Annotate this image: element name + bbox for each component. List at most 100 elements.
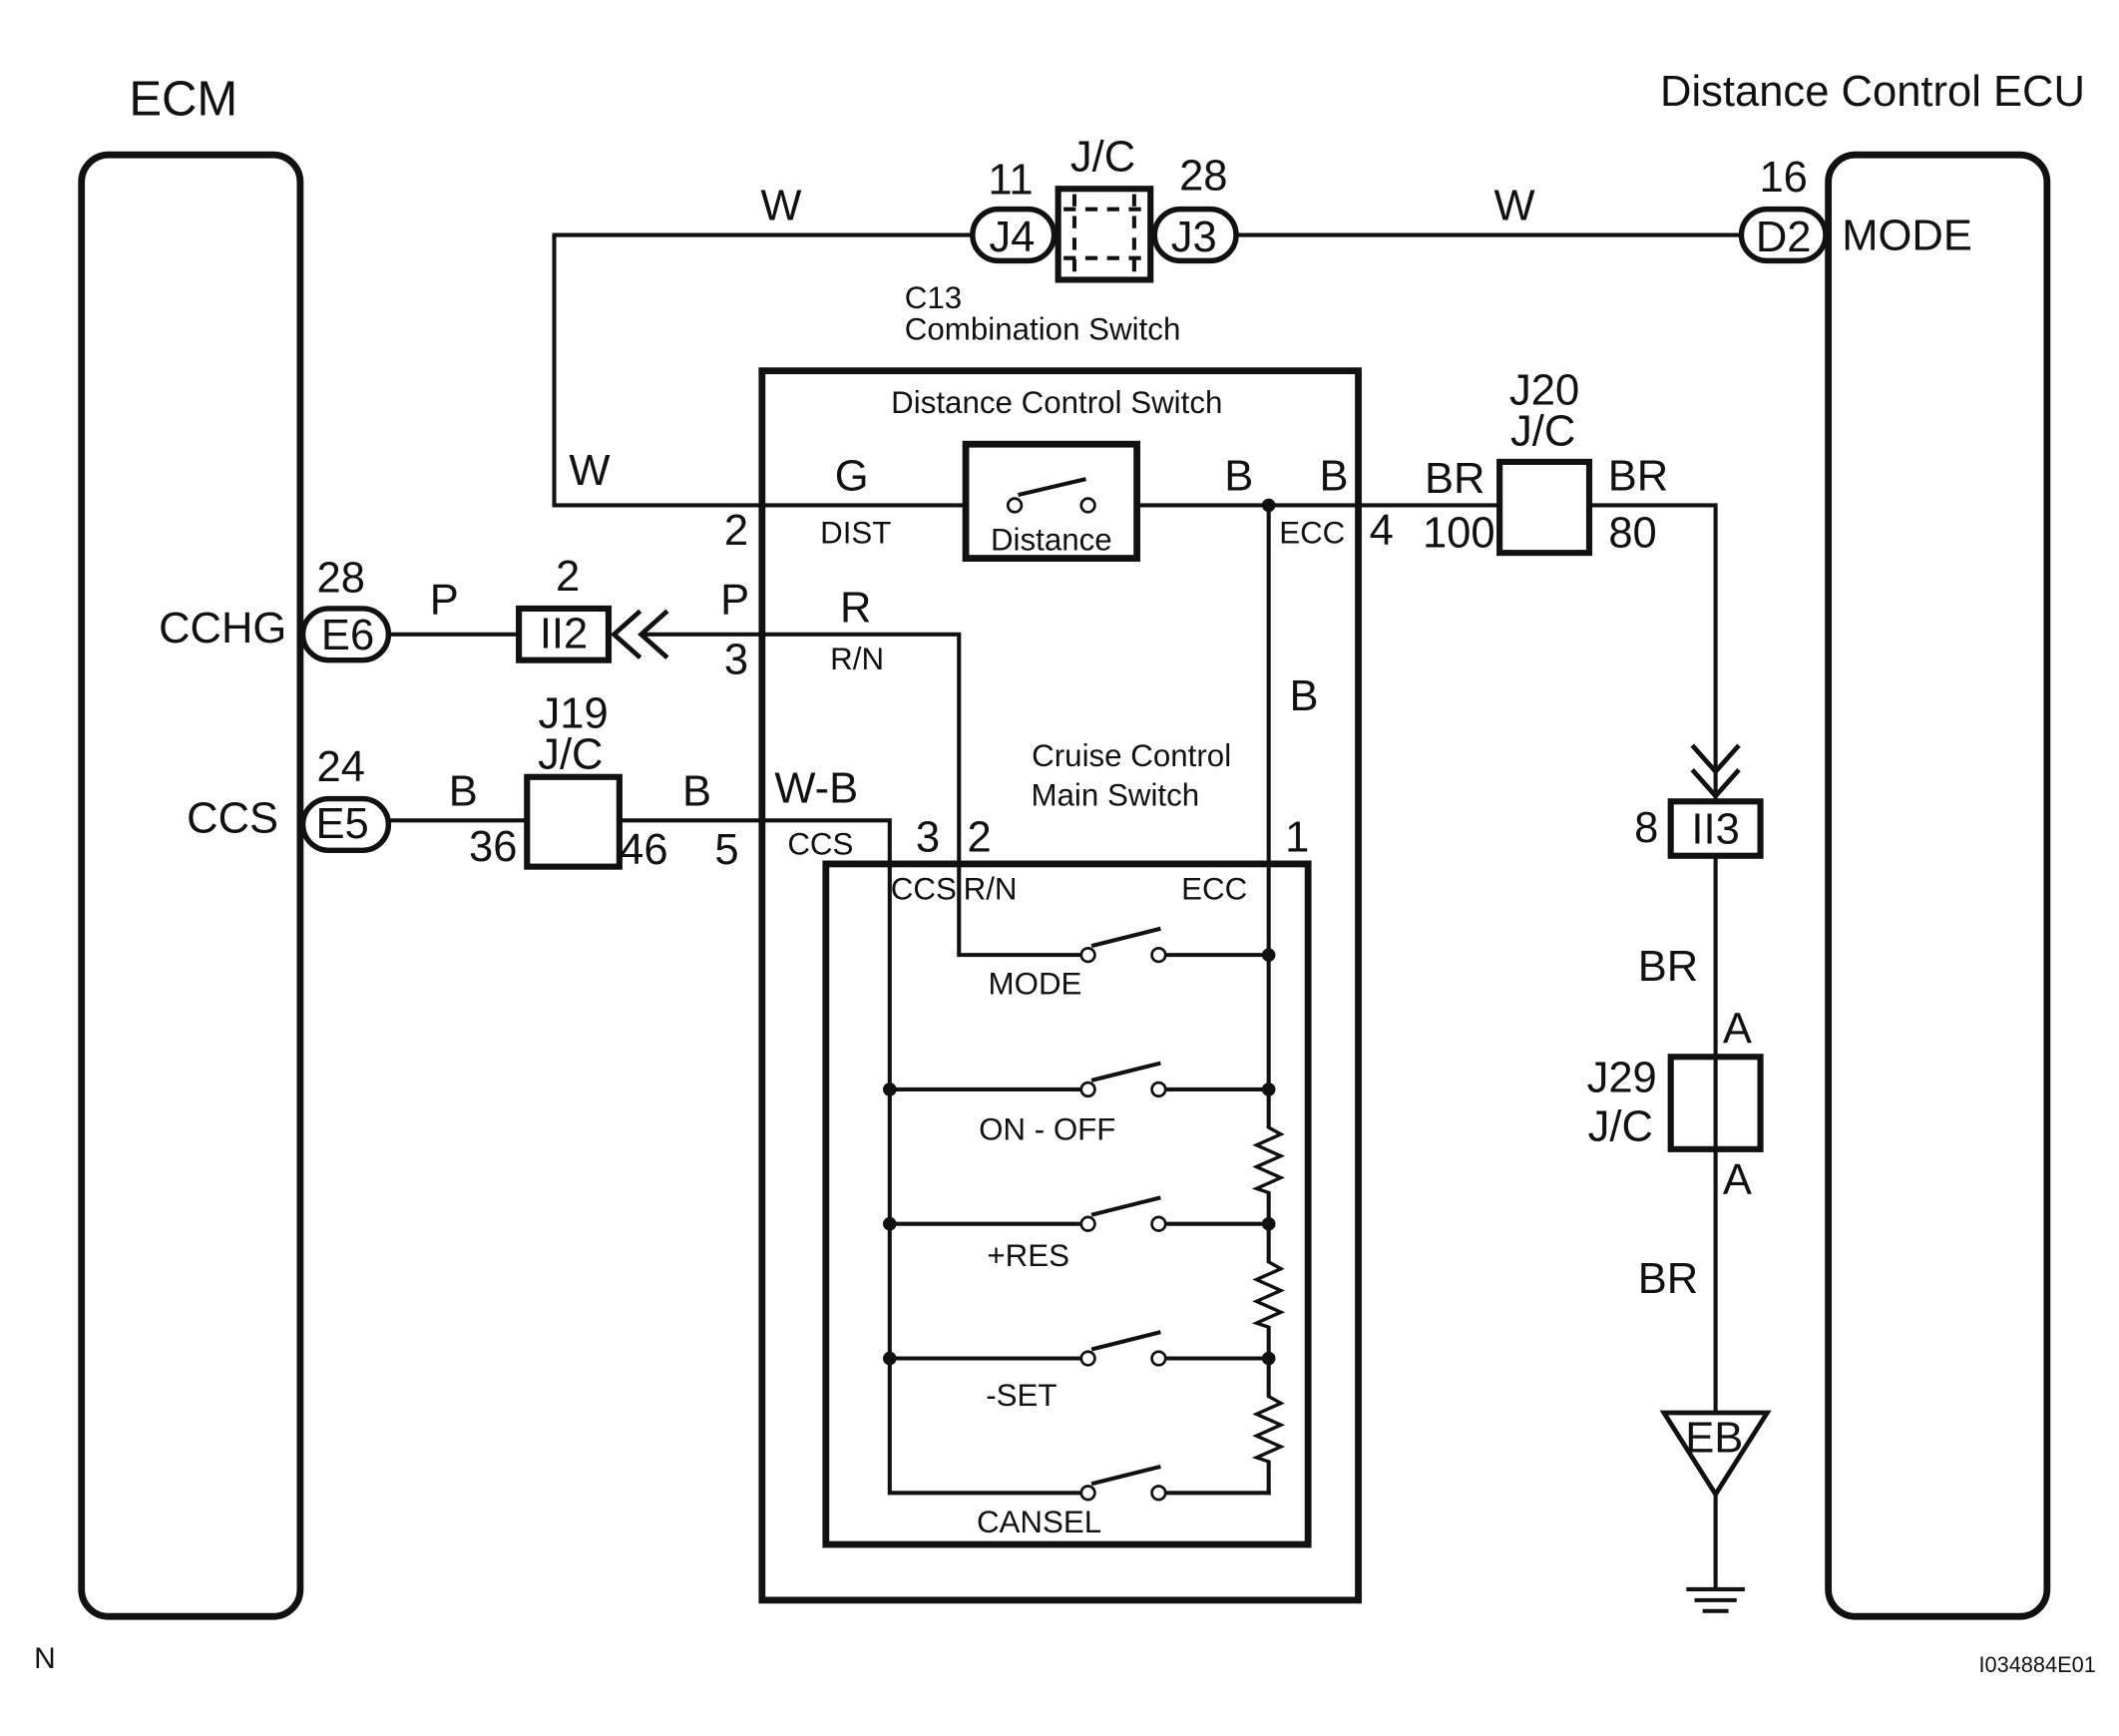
j19-sub: J/C (538, 731, 603, 779)
ecu-mode-terminal: MODE (1842, 213, 1972, 260)
ground-eb: EB (1659, 1410, 1772, 1613)
wire-b-ccs-right-label: B (682, 767, 711, 815)
connector-e6: E6 28 (299, 555, 392, 663)
distance-control-ecu: Distance Control ECU MODE (1660, 68, 2085, 1620)
wire-br-down (1586, 503, 1718, 804)
rn-outer-pin: 3 (724, 636, 748, 683)
cruise-pin-3: 3 (916, 814, 940, 862)
ccs-outer-terminal: CCS (787, 826, 853, 861)
junction-j20: J20 J/C 100 80 BR BR (1423, 367, 1668, 558)
cruise-switch-title-line1: Cruise Control (1032, 738, 1231, 773)
ii2-pin: 2 (556, 553, 580, 601)
ii2-label: II2 (540, 610, 588, 657)
cruise-pin-1: 1 (1285, 814, 1309, 862)
wire-ccs (617, 818, 1085, 1496)
e6-pin: 28 (317, 555, 365, 603)
wire-b-ccs-left-label: B (449, 767, 478, 815)
switch-set: -SET (986, 1330, 1167, 1413)
footer-left-mark: N (34, 1642, 56, 1675)
ecm-unit: ECM CCHG CCS (78, 73, 304, 1620)
jc-top-title: J/C (1070, 134, 1135, 182)
switch-res-label: +RES (987, 1238, 1069, 1273)
ii3-pin: 8 (1634, 804, 1658, 852)
figure-code: I034884E01 (1978, 1652, 2095, 1677)
ecm-ccs-terminal: CCS (187, 795, 278, 843)
connector-d2-label: D2 (1756, 214, 1812, 261)
ecu-title: Distance Control ECU (1660, 68, 2085, 116)
connector-d2-pin: 16 (1759, 154, 1807, 202)
j29-pin-bottom: A (1723, 1156, 1752, 1204)
wire-w-left-label: W (760, 183, 801, 230)
ecc-pin: 4 (1370, 507, 1394, 555)
wire-br-low-label: BR (1638, 1255, 1699, 1303)
switch-cansel: CANSEL (977, 1464, 1167, 1539)
cruise-switch-title-line2: Main Switch (1031, 777, 1199, 812)
wire-br-left-label: BR (1425, 455, 1485, 503)
cruise-rn-terminal: R/N (964, 871, 1018, 906)
wire-p-left-label: P (430, 576, 459, 624)
ecc-terminal-label: ECC (1279, 516, 1345, 551)
ccs-outer-pin: 5 (714, 826, 738, 874)
switch-res: +RES (987, 1195, 1167, 1273)
j20-pin-left: 100 (1423, 510, 1495, 558)
connector-j3-label: J3 (1171, 214, 1217, 261)
connector-ii2: II2 2 (516, 553, 613, 663)
combination-switch-code: C13 (905, 280, 962, 315)
junction-connector-top: J/C J4 11 J3 28 (970, 134, 1239, 283)
j19-pin-right: 46 (620, 826, 667, 874)
wire-w-vertical-label: W (569, 447, 610, 495)
j19-pin-left: 36 (469, 823, 517, 871)
distance-switch: Distance (962, 440, 1502, 562)
wire-b-vertical-label: B (1290, 672, 1319, 720)
switch-mode: MODE (989, 926, 1167, 1002)
e6-label: E6 (321, 612, 374, 659)
switch-on-off-label: ON - OFF (979, 1111, 1115, 1146)
switch-on-off: ON - OFF (979, 1061, 1167, 1146)
combination-switch-box (758, 367, 1362, 1604)
j20-title: J20 (1509, 367, 1579, 415)
wire-r (641, 632, 1085, 958)
connector-e5: E5 24 (299, 743, 392, 854)
dist-terminal-label: DIST (820, 516, 891, 551)
dist-pin: 2 (724, 507, 748, 555)
wire-w: W W W (552, 183, 1744, 508)
ground-eb-label: EB (1685, 1414, 1743, 1462)
wire-wb-label: W-B (774, 765, 858, 813)
connector-j3-pin: 28 (1179, 153, 1227, 201)
junction-j29: A A J29 J/C (1587, 1006, 1764, 1204)
rn-outer-terminal: R/N (830, 642, 884, 676)
j20-sub: J/C (1510, 408, 1575, 456)
wire-w-right-label: W (1494, 183, 1535, 230)
e5-label: E5 (315, 800, 368, 848)
wire-br-right-label: BR (1608, 452, 1669, 500)
wire-r-label: R (840, 585, 871, 633)
cruise-ccs-terminal: CCS (891, 871, 957, 906)
ii3-label: II3 (1691, 805, 1739, 853)
wire-p-right-label: P (720, 576, 749, 624)
j29-title: J29 (1587, 1055, 1657, 1102)
distance-switch-title: Distance Control Switch (891, 385, 1222, 420)
connector-d2: D2 16 (1738, 154, 1829, 264)
connector-j4-pin: 11 (988, 157, 1033, 205)
j20-pin-right: 80 (1608, 510, 1656, 558)
cruise-control-main-switch: Cruise Control Main Switch 3 2 1 CCS R/N… (822, 738, 1312, 1548)
wire-b-a-label: B (1224, 452, 1253, 500)
connector-j4-label: J4 (989, 214, 1035, 261)
e5-pin: 24 (317, 743, 365, 791)
j19-title: J19 (538, 690, 608, 738)
switch-mode-label: MODE (989, 967, 1082, 1002)
ecm-title: ECM (129, 73, 237, 127)
j29-sub: J/C (1588, 1103, 1653, 1151)
j29-pin-top: A (1723, 1006, 1752, 1054)
wire-g-label: G (835, 452, 869, 500)
switch-set-label: -SET (986, 1378, 1057, 1413)
junction-j19: J19 J/C 36 46 (469, 690, 668, 874)
connector-ii3: II3 8 (1634, 798, 1764, 859)
distance-switch-label: Distance (991, 522, 1112, 557)
switch-cansel-label: CANSEL (977, 1505, 1101, 1539)
wire-br-mid-label: BR (1638, 943, 1699, 991)
combination-switch-name: Combination Switch (905, 311, 1181, 346)
wire-b-b-label: B (1320, 452, 1349, 500)
cruise-pin-2: 2 (968, 814, 992, 862)
